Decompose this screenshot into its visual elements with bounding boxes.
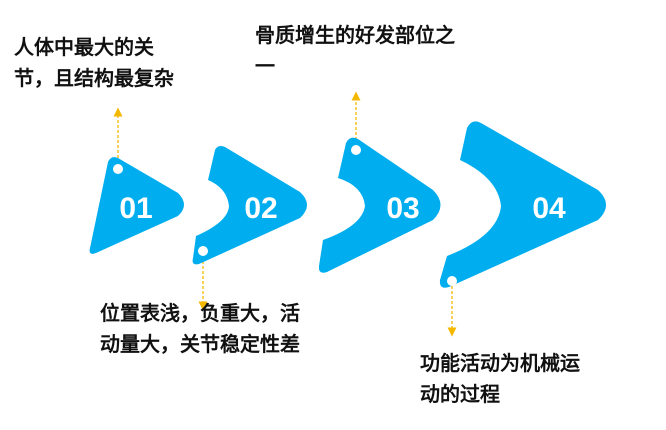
- step-description-4: 功能活动为机械运动的过程: [420, 351, 580, 406]
- step-shape-1: [89, 157, 184, 254]
- step-description-2: 位置表浅，负重大，活动量大，关节稳定性差: [100, 301, 300, 356]
- connector-dot-2: [198, 246, 208, 256]
- step-description-1: 人体中最大的关节，且结构最复杂: [14, 35, 174, 90]
- step-number-4: 04: [532, 192, 566, 225]
- connector-dot-1: [113, 164, 123, 174]
- step-description-3: 骨质增生的好发部位之一: [255, 23, 455, 78]
- step-number-3: 03: [386, 192, 419, 225]
- step-shape-3: [318, 137, 441, 273]
- connector-dot-4: [447, 276, 457, 286]
- step-shape-4: [439, 121, 606, 288]
- step-shape-2: [192, 146, 307, 265]
- step-number-1: 01: [119, 192, 152, 225]
- step-number-2: 02: [244, 192, 277, 225]
- connector-dot-3: [351, 145, 361, 155]
